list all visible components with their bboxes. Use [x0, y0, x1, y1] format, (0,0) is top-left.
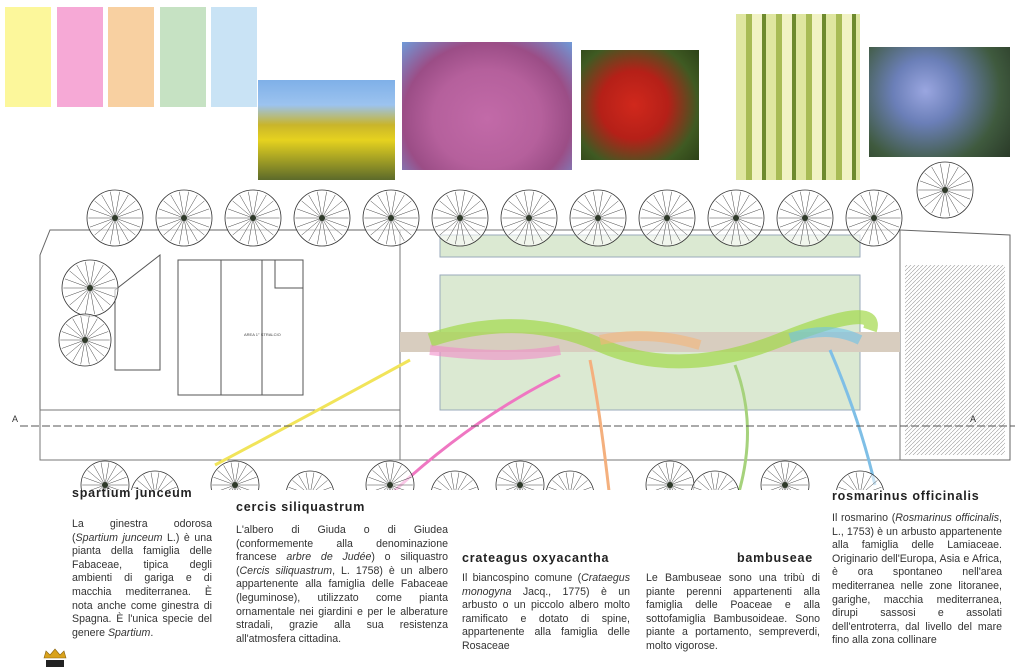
tree-symbol — [131, 470, 179, 490]
title-spartium: spartium junceum — [72, 486, 193, 500]
section-mark-left: A — [12, 414, 18, 424]
title-bambuseae: bambuseae — [737, 551, 813, 565]
tree-symbol — [776, 189, 834, 247]
color-swatch — [5, 7, 51, 107]
title-rosmarinus: rosmarinus officinalis — [832, 489, 980, 503]
photo-bamboo — [736, 14, 860, 180]
tree-symbol — [431, 189, 489, 247]
color-swatch — [211, 7, 257, 107]
tree-symbol — [760, 460, 810, 490]
tree-symbol — [210, 460, 260, 490]
tree-symbol — [500, 189, 558, 247]
tree-symbol — [86, 189, 144, 247]
photo-spartium — [258, 80, 395, 180]
tree-symbol — [638, 189, 696, 247]
tree-symbol — [845, 189, 903, 247]
tree-symbol — [836, 470, 884, 490]
tree-symbol — [495, 460, 545, 490]
desc-bambuseae: Le Bambuseae sono una tribù di piante pe… — [646, 572, 820, 652]
title-crataegus: crateagus oxyacantha — [462, 551, 610, 565]
tree-symbol — [362, 189, 420, 247]
site-plan: AREA 1° STRALCIO A A — [12, 161, 1015, 490]
tree-symbol — [707, 189, 765, 247]
tree-symbol — [80, 460, 130, 490]
color-swatch — [108, 7, 154, 107]
tree-symbol — [431, 470, 479, 490]
tree-symbol — [58, 313, 112, 367]
tree-symbol — [691, 470, 739, 490]
color-swatch — [159, 7, 206, 107]
photo-cercis — [402, 42, 572, 170]
tree-symbol — [546, 470, 594, 490]
tree-symbol — [365, 460, 415, 490]
photo-rosmarinus — [869, 47, 1010, 157]
section-mark-right: A — [970, 414, 976, 424]
tree-symbol — [569, 189, 627, 247]
desc-crataegus: Il biancospino comune (Crataegus monogyn… — [462, 572, 630, 652]
desc-cercis: L'albero di Giuda o di Giudea (conformem… — [236, 524, 449, 645]
area-label: AREA 1° STRALCIO — [244, 332, 281, 337]
tree-symbol — [286, 470, 334, 490]
photo-crataegus — [581, 50, 699, 160]
tree-symbol — [224, 189, 282, 247]
municipal-crest-icon — [43, 648, 67, 667]
tree-symbol — [645, 460, 695, 490]
tree-symbol — [61, 259, 119, 317]
tree-symbol — [155, 189, 213, 247]
tree-symbol — [293, 189, 351, 247]
desc-spartium: La ginestra odorosa (Spartium junceum L.… — [72, 518, 212, 639]
color-swatch — [56, 7, 103, 107]
desc-rosmarinus: Il rosmarino (Rosmarinus officinalis, L.… — [832, 512, 1002, 647]
tree-symbol — [916, 161, 974, 219]
title-cercis: cercis siliquastrum — [236, 500, 366, 514]
